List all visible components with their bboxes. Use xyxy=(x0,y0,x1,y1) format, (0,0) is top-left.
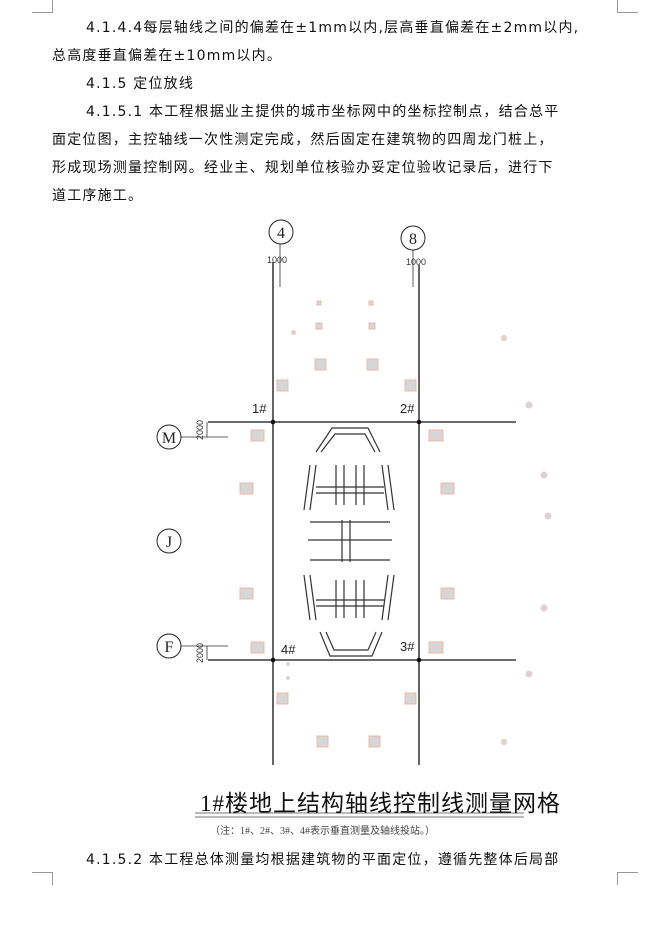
dimension-1000: 1000 xyxy=(267,255,287,265)
axis-bubble-8 xyxy=(400,225,426,251)
dimension-1000: 1000 xyxy=(406,257,426,267)
station-1: 1# xyxy=(252,401,267,416)
paragraph-line: 面定位图，主控轴线一次性测定完成，然后固定在建筑物的四周龙门桩上， xyxy=(52,132,554,148)
axis-label-8: 8 xyxy=(409,231,417,248)
axis-bubble-J xyxy=(156,528,182,554)
section-heading-4-1-5: 4.1.5 定位放线 xyxy=(86,76,195,92)
dimension-2000: 2000 xyxy=(195,643,205,663)
station-3: 3# xyxy=(400,639,415,654)
dimension-2000: 2000 xyxy=(195,420,205,440)
page-corner-mark xyxy=(32,0,53,13)
page-corner-mark xyxy=(617,872,638,885)
axis-bubble-F xyxy=(156,633,182,659)
station-4: 4# xyxy=(281,642,296,657)
paragraph-4-1-5-2: 4.1.5.2 本工程总体测量均根据建筑物的平面定位，遵循先整体后局部 xyxy=(86,852,560,868)
station-2: 2# xyxy=(400,401,415,416)
paragraph-4-1-5-1: 4.1.5.1 本工程根据业主提供的城市坐标网中的坐标控制点，结合总平 xyxy=(86,104,560,120)
paragraph-line: 总高度垂直偏差在±10mm以内。 xyxy=(52,48,283,64)
axis-lines xyxy=(208,262,516,765)
page-corner-mark xyxy=(32,872,53,885)
axis-bubble-M xyxy=(156,424,182,450)
axis-label-J: J xyxy=(166,534,172,551)
site-points xyxy=(286,335,552,745)
column-markers xyxy=(239,300,455,748)
axis-label-4: 4 xyxy=(277,225,285,242)
axis-bubble-4 xyxy=(268,219,294,245)
paragraph-line: 形成现场测量控制网。经业主、规划单位核验办妥定位验收记录后，进行下 xyxy=(52,160,554,176)
drawing-title: 1#楼地上结构轴线控制线测量网格 xyxy=(200,791,561,816)
paragraph-4-1-4-4: 4.1.4.4每层轴线之间的偏差在±1mm以内,层高垂直偏差在±2mm以内, xyxy=(86,20,580,36)
axis-label-F: F xyxy=(165,639,174,656)
building-outline xyxy=(303,427,395,657)
page-corner-mark xyxy=(617,0,638,13)
drawing-note: （注：1#、2#、3#、4#表示垂直测量及轴线投站。） xyxy=(210,826,435,837)
paragraph-line: 道工序施工。 xyxy=(52,188,144,204)
axis-label-M: M xyxy=(162,430,176,447)
